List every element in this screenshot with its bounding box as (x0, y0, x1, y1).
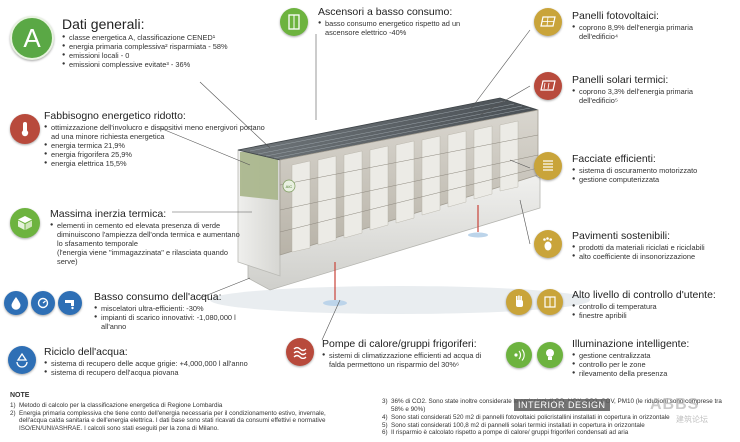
facade-fins (291, 120, 519, 253)
block-title: Fabbisogno energetico ridotto: (44, 110, 186, 122)
list-item: finestre apribili (572, 311, 737, 320)
list-item: sistema di recupero delle acque grigie: … (44, 359, 304, 368)
inerzia-note: (l'energia viene "immagazzinata" e rilas… (57, 248, 228, 267)
lightbulb-icon (537, 342, 563, 368)
list-item: classe energetica A, classificazione CEN… (62, 33, 272, 42)
block-title: Basso consumo dell'acqua: (94, 291, 222, 303)
energy-class-badge: A (10, 16, 54, 60)
list-item: emissioni complessive evitate³ - 36% (62, 60, 272, 69)
note-item: 6)Il risparmio è calcolato rispetto a po… (382, 429, 629, 437)
block-title: Ascensori a basso consumo: (318, 6, 453, 18)
note-item: 5)Sono stati considerati 100,8 m2 di pan… (382, 421, 645, 429)
list-item: controllo di temperatura (572, 302, 737, 311)
list-item: rilevamento della presenza (572, 369, 737, 378)
footprint-icon (534, 230, 562, 258)
block-title: Panelli fotovoltaici: (572, 10, 659, 22)
thermometer-icon (10, 114, 40, 144)
recycle-icon (8, 346, 36, 374)
watermark-interior-design: INTERIOR DESIGN (514, 399, 610, 411)
block-title: Riciclo dell'acqua: (44, 346, 128, 358)
faucet-icon (58, 291, 82, 315)
notes-title: NOTE (10, 392, 30, 399)
roof-solar-panels (249, 100, 531, 159)
water-meter-icon (31, 291, 55, 315)
water-drop-icon (4, 291, 28, 315)
block-acqua: Basso consumo dell'acqua: miscelatori ul… (94, 291, 254, 331)
list-item: energia termica 21,9% (44, 141, 269, 150)
list-item: energia primaria complessiva² risparmiat… (62, 42, 272, 51)
block-title: Pompe di calore/gruppi frigoriferi: (322, 338, 477, 350)
list-item: alto coefficiente di insonorizzazione (572, 252, 737, 261)
list-item: coprono 3,3% dell'energia primaria dell'… (572, 87, 732, 105)
window-control-icon (537, 289, 563, 315)
note-item: 2)Energia primaria complessiva che tiene… (10, 409, 326, 433)
energy-class-letter: A (23, 22, 41, 53)
note-item: 1)Metodo di calcolo per la classificazio… (10, 401, 223, 409)
cube-icon (10, 208, 40, 238)
block-pompe: Pompe di calore/gruppi frigoriferi: sist… (322, 338, 497, 369)
block-title: Pavimenti sostenibili: (572, 230, 671, 242)
facade-shading-icon (534, 152, 562, 180)
hand-icon (506, 289, 532, 315)
list-item: impianti di scarico innovativi: -1,080,0… (94, 313, 254, 331)
block-solari: Panelli solari termici: coprono 3,3% del… (572, 74, 732, 105)
block-title: Alto livello di controllo d'utente: (572, 289, 716, 301)
list-item: emissioni locali - 0 (62, 51, 272, 60)
solar-panel-icon (534, 8, 562, 36)
notes-left: NOTE 1)Metodo di calcolo per la classifi… (10, 392, 355, 433)
water-splash (323, 232, 488, 306)
block-fabbisogno: Fabbisogno energetico ridotto: ottimizza… (44, 110, 269, 168)
block-illuminazione: Illuminazione intelligente: gestione cen… (572, 338, 737, 378)
block-title: Illuminazione intelligente: (572, 338, 690, 350)
block-facciate: Facciate efficienti: sistema di oscurame… (572, 153, 732, 184)
list-item: gestione centralizzata (572, 351, 737, 360)
building-logo-disc (282, 179, 296, 193)
list-item: elementi in cemento ed elevata presenza … (50, 221, 245, 248)
elevator-icon (280, 8, 308, 36)
watermark-abbs: ABBS (650, 396, 700, 413)
block-title: Massima inerzia termica: (50, 208, 167, 220)
list-item: gestione computerizzata (572, 175, 732, 184)
list-item: sistema di recupero dell'acqua piovana (44, 368, 304, 377)
block-title: Dati generali: (62, 16, 145, 32)
block-ascensori: Ascensori a basso consumo: basso consumo… (318, 6, 468, 37)
block-controllo: Alto livello di controllo d'utente: cont… (572, 289, 737, 320)
list-item: sistemi di climatizzazione efficienti ad… (322, 351, 497, 369)
sensor-icon (506, 342, 532, 368)
list-item: miscelatori ultra-efficienti: -30% (94, 304, 254, 313)
facade-bands (279, 134, 539, 233)
block-title: Facciate efficienti: (572, 153, 656, 165)
list-item: ottimizzazione dell'involucro e disposit… (44, 123, 269, 141)
note-item: 4)Sono stati considerati 520 m2 di panne… (382, 413, 670, 421)
heat-pump-icon (286, 338, 314, 366)
list-item: sistema di oscuramento motorizzato (572, 166, 732, 175)
solar-thermal-icon (534, 72, 562, 100)
list-item: coprono 8,9% dell'energia primaria dell'… (572, 23, 732, 41)
watermark-cn: 建筑论坛 (676, 415, 708, 424)
ground-shadow (210, 286, 590, 314)
block-pavimenti: Pavimenti sostenibili: prodotti da mater… (572, 230, 737, 261)
list-item: controllo per le zone (572, 360, 737, 369)
block-dati-generali: Dati generali: classe energetica A, clas… (62, 16, 272, 69)
list-item: basso consumo energetico rispetto ad un … (318, 19, 468, 37)
block-title: Panelli solari termici: (572, 74, 669, 86)
list-item: energia elettrica 15,5% (44, 159, 269, 168)
block-riciclo: Riciclo dell'acqua: sistema di recupero … (44, 346, 304, 377)
block-inerzia: Massima inerzia termica: elementi in cem… (50, 208, 245, 266)
building-logo-text: AIC (286, 184, 293, 189)
list-item: prodotti da materiali riciclati e ricicl… (572, 243, 737, 252)
groundwater-pipes (334, 205, 479, 300)
block-fotovoltaici: Panelli fotovoltaici: coprono 8,9% dell'… (572, 10, 732, 41)
list-item: energia frigorifera 25,9% (44, 150, 269, 159)
